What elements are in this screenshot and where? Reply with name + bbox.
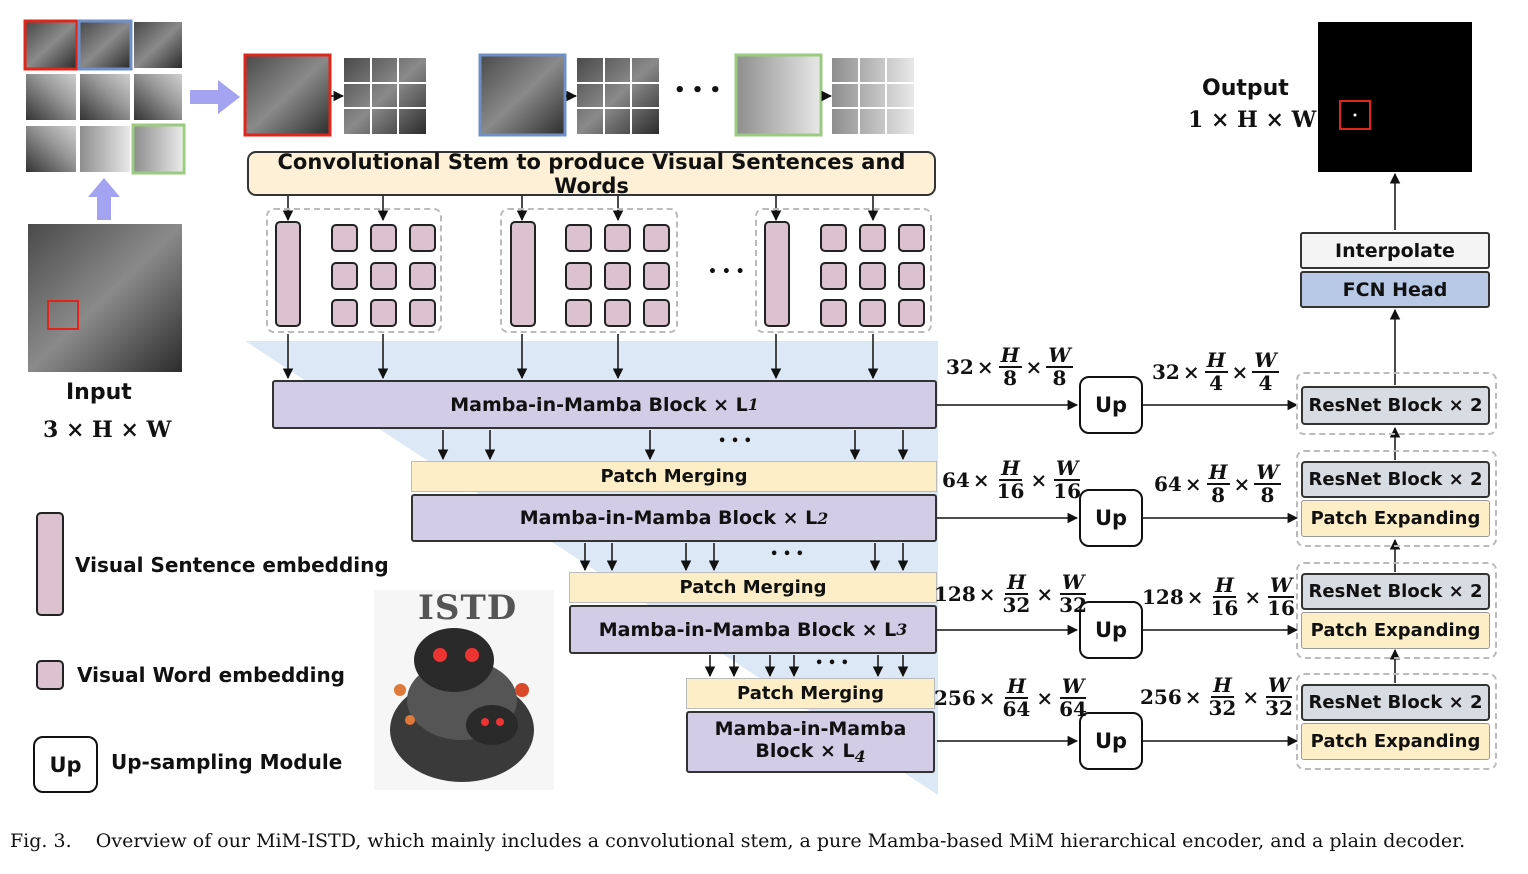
sentence-image-3 — [734, 53, 823, 137]
visual-word-embedding — [643, 262, 670, 290]
input-patch-grid — [23, 19, 186, 175]
visual-sentence-embedding — [510, 221, 536, 327]
resnet-block-4: ResNet Block × 2 — [1301, 684, 1490, 721]
visual-word-embedding — [565, 299, 592, 327]
right-arrow-big — [190, 80, 240, 114]
visual-word-embedding — [565, 224, 592, 252]
visual-word-embedding — [820, 262, 847, 290]
visual-word-embedding — [820, 224, 847, 252]
up-arrow-big — [88, 178, 120, 220]
figure-caption: Fig. 3. Overview of our MiM-ISTD, which … — [10, 830, 1466, 852]
input-image — [28, 224, 182, 372]
visual-word-embedding — [604, 262, 631, 290]
fcn-head: FCN Head — [1300, 271, 1490, 308]
embedding-group-1 — [266, 208, 442, 333]
up-module-2: Up — [1079, 489, 1143, 547]
legend-sentence-label: Visual Sentence embedding — [75, 553, 389, 577]
decoder-group-4 — [1296, 673, 1497, 770]
visual-word-embedding — [331, 299, 358, 327]
up-module-3: Up — [1079, 601, 1143, 659]
visual-sentence-embedding — [764, 221, 790, 327]
visual-word-embedding — [409, 299, 436, 327]
visual-word-embedding — [409, 262, 436, 290]
patch-expanding-3: Patch Expanding — [1301, 612, 1490, 649]
ellipsis-1: • • • — [718, 434, 752, 449]
input-dims: 3 × H × W — [43, 417, 172, 443]
visual-word-embedding — [859, 262, 886, 290]
up-module-4: Up — [1079, 712, 1143, 770]
output-target-box — [1339, 100, 1371, 130]
output-image — [1318, 22, 1472, 172]
decoder-group-1 — [1296, 372, 1497, 435]
interpolate-block: Interpolate — [1300, 232, 1490, 269]
patch-expanding-2: Patch Expanding — [1301, 500, 1490, 537]
visual-word-embedding — [409, 224, 436, 252]
resnet-block-2: ResNet Block × 2 — [1301, 461, 1490, 498]
visual-word-embedding — [859, 299, 886, 327]
input-target-box — [47, 300, 79, 330]
output-dims: 1 × H × W — [1188, 107, 1317, 133]
ellipsis-2: • • • — [770, 547, 804, 562]
input-title: Input — [66, 380, 132, 405]
mascot-image — [374, 590, 554, 790]
patch-expanding-4: Patch Expanding — [1301, 723, 1490, 760]
visual-word-embedding — [643, 224, 670, 252]
visual-word-embedding — [859, 224, 886, 252]
visual-word-embedding — [604, 224, 631, 252]
visual-word-embedding — [370, 299, 397, 327]
mim-block-4: Mamba-in-Mamba Block × L4 — [686, 711, 935, 773]
decoder-group-3 — [1296, 562, 1497, 659]
visual-word-embedding — [331, 262, 358, 290]
visual-word-embedding — [898, 299, 925, 327]
legend-up-swatch: Up — [33, 736, 98, 793]
visual-word-embedding — [565, 262, 592, 290]
mascot-title: ISTD — [418, 588, 518, 628]
patch-merging-3: Patch Merging — [686, 678, 935, 709]
embedding-group-3 — [755, 208, 932, 333]
word-grid-1 — [344, 58, 426, 134]
visual-sentence-embedding — [275, 221, 301, 327]
resnet-block-3: ResNet Block × 2 — [1301, 573, 1490, 610]
visual-word-embedding — [370, 262, 397, 290]
visual-word-embedding — [898, 224, 925, 252]
ellipsis-top: • • • — [674, 80, 722, 101]
embedding-group-2 — [500, 208, 678, 333]
ellipsis-embeddings: • • • — [708, 264, 745, 280]
legend-sentence-swatch — [36, 512, 64, 616]
patch-merging-1: Patch Merging — [411, 461, 937, 492]
ellipsis-3: • • • — [815, 656, 849, 671]
visual-word-embedding — [820, 299, 847, 327]
word-grid-3 — [832, 58, 914, 134]
sentence-image-2 — [478, 53, 567, 137]
visual-word-embedding — [331, 224, 358, 252]
legend-word-label: Visual Word embedding — [77, 663, 345, 687]
resnet-block-1: ResNet Block × 2 — [1301, 386, 1490, 425]
legend-up-label: Up-sampling Module — [111, 750, 343, 774]
word-grid-2 — [577, 58, 659, 134]
legend-word-swatch — [36, 660, 64, 690]
convolutional-stem: Convolutional Stem to produce Visual Sen… — [247, 150, 936, 198]
up-module-1: Up — [1079, 376, 1143, 434]
visual-word-embedding — [370, 224, 397, 252]
visual-word-embedding — [643, 299, 670, 327]
decoder-group-2 — [1296, 450, 1497, 547]
patch-merging-2: Patch Merging — [569, 572, 937, 603]
sentence-image-1 — [243, 53, 332, 137]
output-title: Output — [1202, 76, 1289, 101]
visual-word-embedding — [898, 262, 925, 290]
visual-word-embedding — [604, 299, 631, 327]
